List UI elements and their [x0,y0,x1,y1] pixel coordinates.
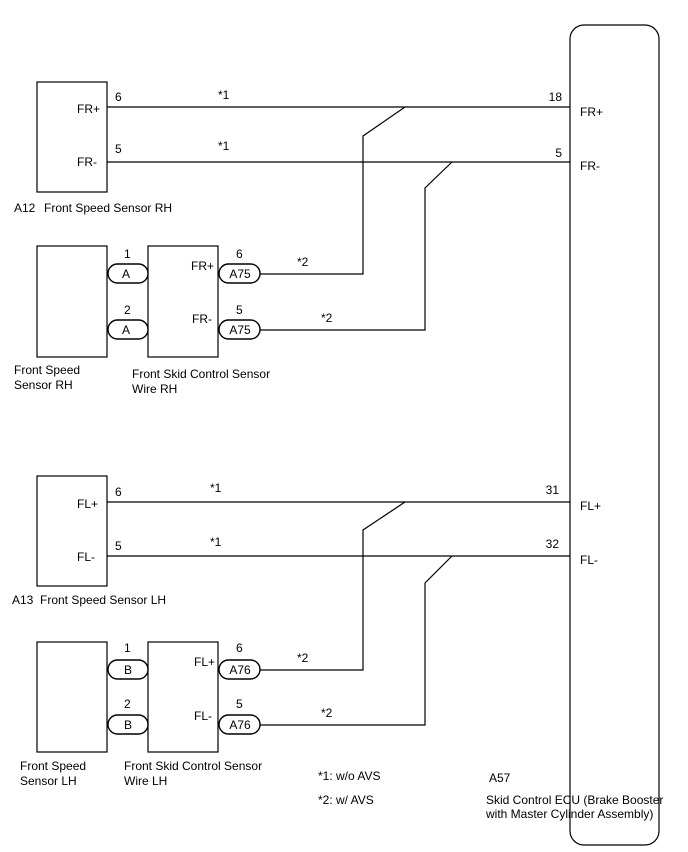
lh-sensor-code: A13 [12,593,34,607]
lh-avs-minus-mark: *2 [321,706,333,720]
connector-a-pin-bottom: 2 [124,303,131,317]
rh-avs-minus-mark: *2 [321,311,333,325]
rh-sensor-term-plus: FR+ [77,102,100,116]
note-without-avs: *1: w/o AVS [318,769,380,783]
lh-skid-wire-term-top: FL+ [194,655,215,669]
rh-sensor-box [36,81,108,193]
connector-a-pin-top: 1 [124,247,131,261]
ecu-pin-fr-plus: 18 [549,90,563,104]
lh-skid-wire-label-2: Wire LH [124,774,167,788]
connector-a75-pin-top: 6 [236,247,243,261]
rh-sensor-pin-minus: 5 [115,142,122,156]
connector-b-pin-bottom: 2 [124,697,131,711]
lh-sensor-pin-plus: 6 [115,485,122,499]
connector-a-top [107,263,149,284]
lh-sensor-pin-minus: 5 [115,539,122,553]
ecu-block [569,24,660,846]
note-with-avs: *2: w/ AVS [318,793,374,807]
rh-avs-sensor-label-2: Sensor RH [14,378,73,392]
connector-a-top-label: A [122,267,130,281]
connector-a-bottom-label: A [122,323,130,337]
rh-fr-minus-mark: *1 [218,139,230,153]
lh-sensor-term-minus: FL- [77,550,95,564]
lh-avs-sensor-label-2: Sensor LH [20,774,77,788]
rh-sensor-name: Front Speed Sensor RH [44,201,172,215]
rh-sensor-term-minus: FR- [77,155,97,169]
ecu-name-line-2: with Master Cylinder Assembly) [485,807,653,821]
lh-avs-plus-wire [260,501,406,671]
connector-a76-top-label: A76 [229,663,251,677]
rh-fr-plus-mark: *1 [218,88,230,102]
connector-a75-pin-bottom: 5 [236,303,243,317]
connector-b-top [107,659,149,680]
ecu-term-fr-minus: FR- [580,159,600,173]
ecu-name-line-1: Skid Control ECU (Brake Booster [486,793,663,807]
lh-skid-wire-label-1: Front Skid Control Sensor [124,759,262,773]
rh-avs-sensor-box [36,245,108,358]
connector-a75-bottom-label: A75 [229,323,251,337]
ecu-code: A57 [489,771,511,785]
connector-b-pin-top: 1 [124,641,131,655]
rh-skid-wire-label-1: Front Skid Control Sensor [132,367,270,381]
rh-skid-wire-term-top: FR+ [191,259,214,273]
rh-avs-plus-mark: *2 [297,255,309,269]
lh-skid-wire-box [147,641,219,753]
lh-avs-plus-mark: *2 [297,651,309,665]
connector-b-bottom [107,714,149,735]
ecu-pin-fr-minus: 5 [555,146,562,160]
lh-skid-wire-term-bottom: FL- [194,709,212,723]
lh-avs-minus-wire [260,555,453,726]
lh-fl-minus-mark: *1 [210,535,222,549]
rh-skid-wire-box [147,245,219,358]
lh-fl-plus-mark: *1 [210,481,222,495]
rh-avs-sensor-label-1: Front Speed [14,363,80,377]
connector-a76-pin-top: 6 [236,641,243,655]
connector-a75-top-label: A75 [229,267,251,281]
ecu-pin-fl-plus: 31 [546,483,560,497]
lh-sensor-name: Front Speed Sensor LH [40,593,166,607]
rh-avs-minus-wire [260,161,453,331]
rh-avs-plus-wire [260,106,406,275]
connector-a76-pin-bottom: 5 [236,697,243,711]
connector-b-bottom-label: B [124,718,132,732]
rh-skid-wire-label-2: Wire RH [132,382,177,396]
lh-sensor-term-plus: FL+ [77,497,98,511]
lh-sensor-box [36,475,108,587]
ecu-term-fl-minus: FL- [580,553,598,567]
ecu-pin-fl-minus: 32 [546,537,560,551]
lh-avs-sensor-label-1: Front Speed [20,759,86,773]
ecu-term-fr-plus: FR+ [580,105,603,119]
rh-skid-wire-term-bottom: FR- [192,312,212,326]
ecu-term-fl-plus: FL+ [580,499,601,513]
lh-avs-sensor-box [36,641,108,753]
connector-a76-bottom-label: A76 [229,718,251,732]
rh-sensor-pin-plus: 6 [115,90,122,104]
connector-b-top-label: B [124,663,132,677]
connector-a-bottom [107,319,149,340]
rh-sensor-code: A12 [14,201,36,215]
